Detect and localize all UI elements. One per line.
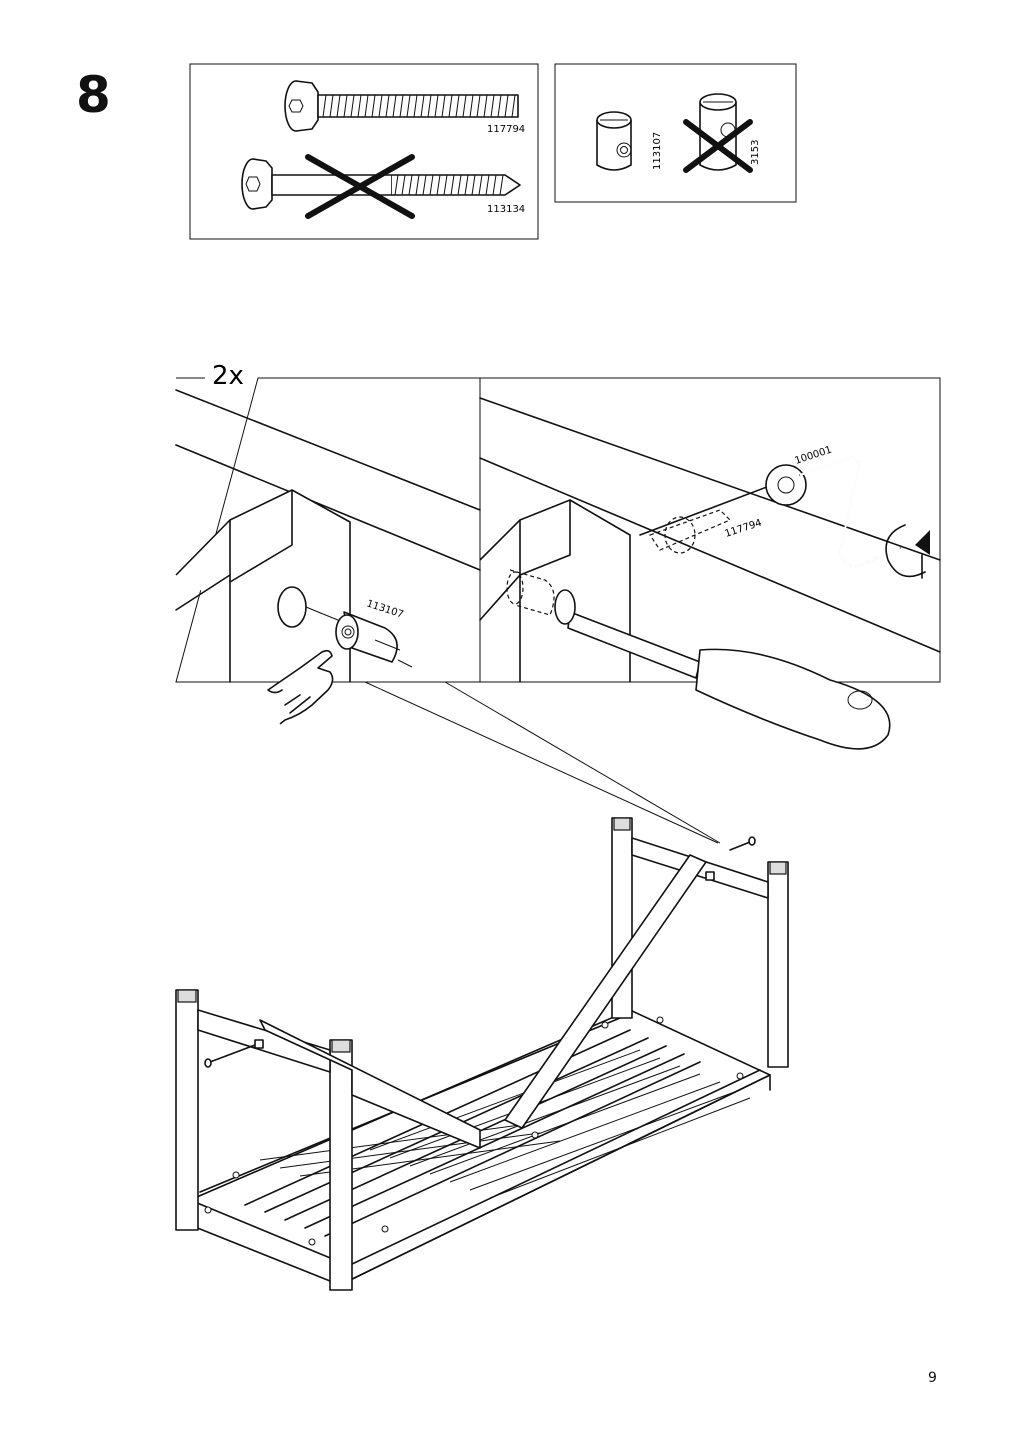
nut-3153-label: 3153 — [750, 140, 761, 165]
quantity-label: 2x — [212, 361, 244, 391]
insert-nut-panel: 113107 — [175, 389, 481, 725]
nut-113107-label: 113107 — [652, 132, 663, 170]
bolt-part-label: 117794 — [724, 518, 764, 540]
bolt-117794-label: 117794 — [487, 124, 525, 135]
screwdriver-icon — [554, 589, 891, 750]
rotate-clockwise-icon — [885, 524, 930, 579]
nut-comparison-box: 113107 3153 — [554, 63, 797, 203]
bolt-113134-label: 113134 — [487, 204, 525, 215]
screw-comparison-box: 117794 113134 — [189, 63, 539, 240]
bolt-113134-icon — [241, 158, 521, 210]
barrel-nut-113107-icon — [596, 111, 632, 171]
tighten-bolt-panel: 117794 100001 — [479, 397, 941, 750]
cross-icon — [305, 154, 415, 219]
barrel-nut-icon — [335, 611, 401, 663]
nut-part-label: 113107 — [365, 598, 405, 620]
bench-illustration — [175, 817, 789, 1291]
bolt-117794-icon — [284, 80, 519, 132]
cross-icon — [683, 119, 753, 173]
key-part-label: 100001 — [794, 445, 834, 467]
allen-key-icon — [639, 456, 901, 569]
step-number: 8 — [76, 66, 111, 124]
bolt-icon — [204, 836, 756, 1068]
page-number: 9 — [928, 1370, 937, 1386]
push-hand-icon — [267, 649, 334, 725]
